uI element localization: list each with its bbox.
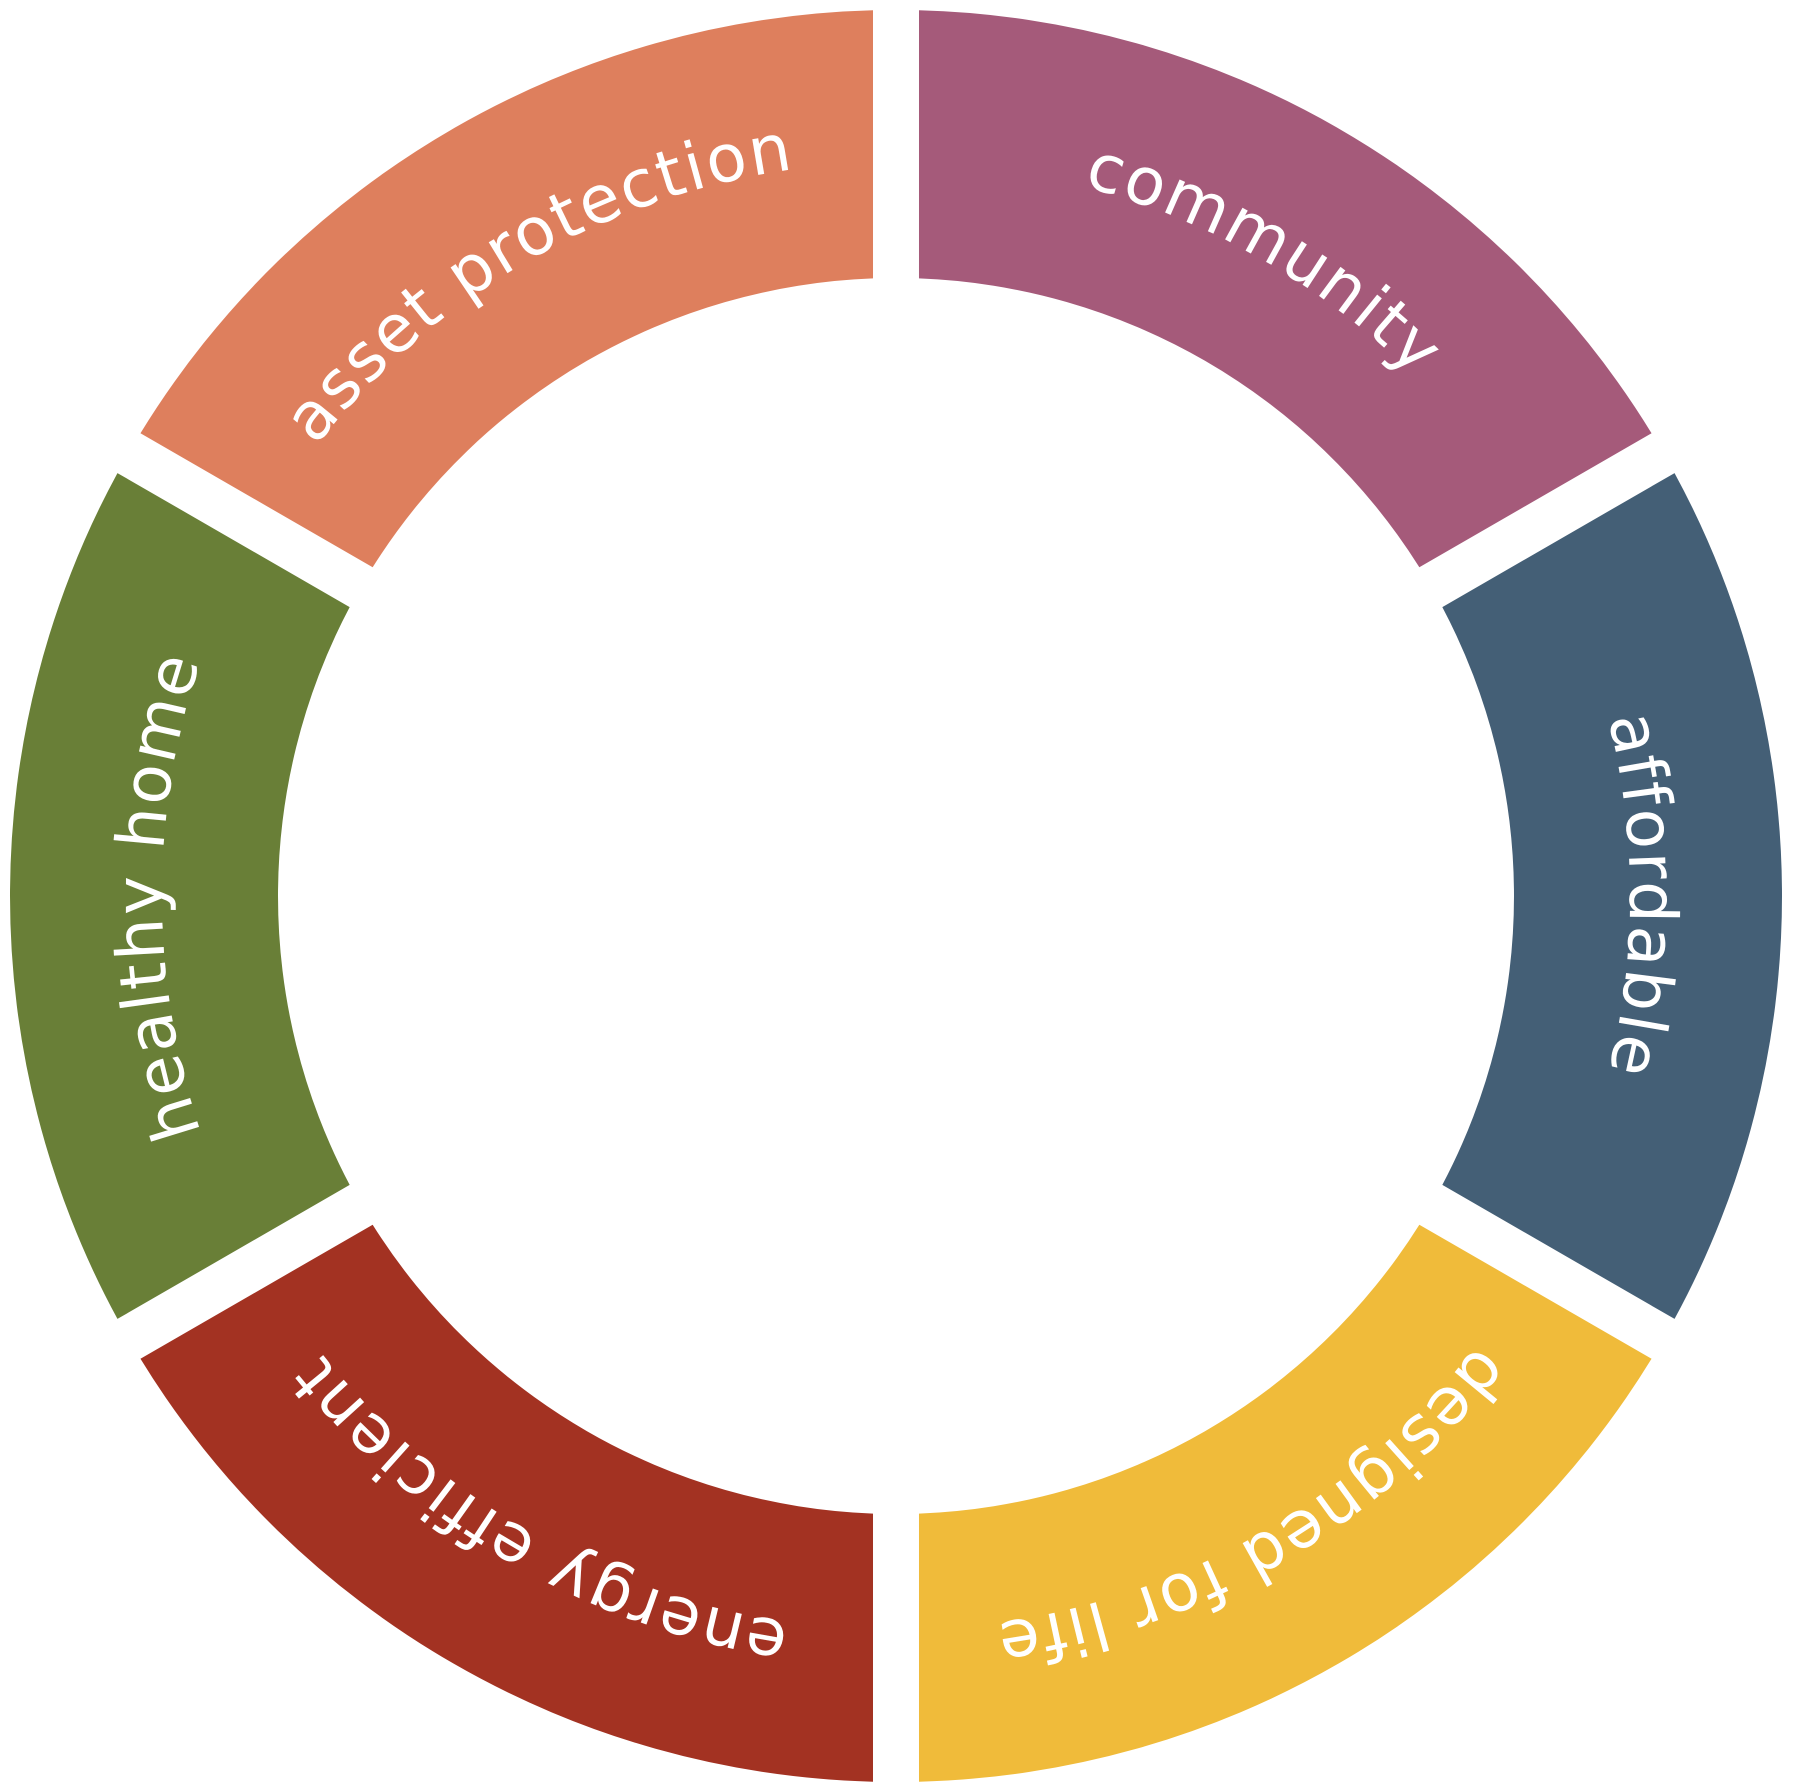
- segments-layer: [10, 10, 1782, 1782]
- segment-energy-efficient: [140, 1224, 874, 1782]
- segment-healthy-home: [10, 473, 350, 1319]
- segment-community: [918, 10, 1652, 568]
- segment-asset-protection: [140, 10, 874, 568]
- segment-designed-for-life: [918, 1224, 1652, 1782]
- segment-affordable: [1442, 473, 1782, 1319]
